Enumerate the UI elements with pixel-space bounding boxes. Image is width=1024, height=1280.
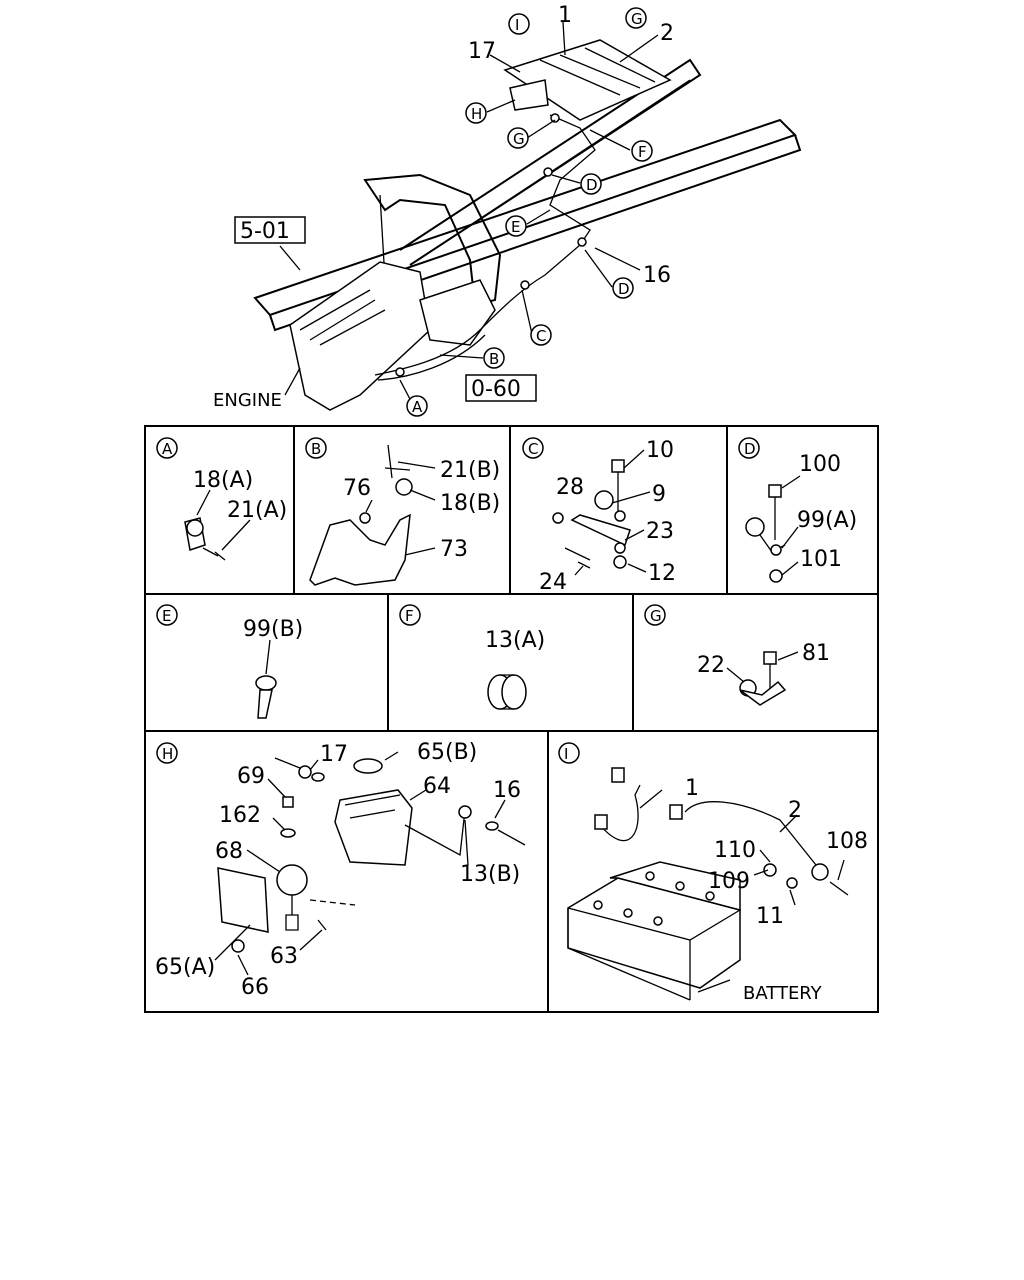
- panel-F: F 13(A): [399, 604, 545, 710]
- panel-H: H 17 65(B) 69 64 16 162 68 13(B) 63 65(A…: [155, 740, 526, 1000]
- label-28: 28: [556, 475, 584, 500]
- label-65b: 65(B): [417, 740, 477, 765]
- label-21b: 21(B): [440, 458, 500, 483]
- label-73: 73: [440, 537, 468, 562]
- part-16: 16: [643, 263, 671, 288]
- callout-D-upper: D: [586, 176, 598, 194]
- ref-5-01: 5-01: [240, 219, 290, 244]
- ref-box-0-60[interactable]: [465, 374, 537, 402]
- callout-H: H: [471, 105, 482, 123]
- label-11: 11: [756, 904, 784, 929]
- panel-A: A 18(A) 21(A): [156, 437, 287, 561]
- label-64: 64: [423, 774, 451, 799]
- panel-D-letter: D: [744, 440, 756, 458]
- label-76: 76: [343, 476, 371, 501]
- panel-H-letter: H: [162, 745, 173, 763]
- part-1: 1: [558, 3, 572, 28]
- label-23: 23: [646, 519, 674, 544]
- label-battery: BATTERY: [743, 983, 823, 1004]
- panel-D: D 100 99(A) 101: [738, 437, 857, 583]
- callout-F: F: [638, 143, 647, 161]
- label-9: 9: [652, 482, 666, 507]
- callout-C: C: [536, 327, 546, 345]
- panel-E: E 99(B): [156, 604, 303, 719]
- callout-B: B: [489, 350, 499, 368]
- ref-box-5-01[interactable]: [234, 216, 306, 244]
- label-109: 109: [708, 869, 750, 894]
- label-69: 69: [237, 764, 265, 789]
- label-66: 66: [241, 975, 269, 1000]
- label-100: 100: [799, 452, 841, 477]
- label-24: 24: [539, 570, 567, 595]
- label-18a: 18(A): [193, 468, 253, 493]
- label-21a: 21(A): [227, 498, 287, 523]
- part-17: 17: [468, 39, 496, 64]
- callout-A: A: [412, 398, 423, 416]
- label-2-i: 2: [788, 798, 802, 823]
- label-12: 12: [648, 561, 676, 586]
- label-108: 108: [826, 829, 868, 854]
- part-2: 2: [660, 21, 674, 46]
- engine-label: ENGINE: [213, 390, 282, 411]
- label-22: 22: [697, 653, 725, 678]
- panel-G: G 81 22: [644, 604, 830, 706]
- label-81: 81: [802, 641, 830, 666]
- panel-I-letter: I: [564, 745, 568, 763]
- chassis-overview: 5-01 0-60 ENGINE 1 2 17 16 I G H G F D E…: [213, 3, 802, 417]
- panel-I: I 1 2 110 108 109 11 BATTERY: [558, 742, 868, 1004]
- callout-G-top: G: [631, 10, 643, 28]
- label-110: 110: [714, 838, 756, 863]
- callout-I: I: [515, 16, 519, 34]
- callout-E: E: [511, 218, 520, 236]
- ref-0-60: 0-60: [471, 377, 521, 402]
- label-162: 162: [219, 803, 261, 828]
- callout-D-lower: D: [618, 280, 630, 298]
- label-18b: 18(B): [440, 491, 500, 516]
- label-13b: 13(B): [460, 862, 520, 887]
- panel-B: B 21(B) 76 18(B) 73: [305, 437, 500, 586]
- label-17: 17: [320, 742, 348, 767]
- label-99b: 99(B): [243, 617, 303, 642]
- panel-C-letter: C: [528, 440, 538, 458]
- panel-B-letter: B: [311, 440, 321, 458]
- label-10: 10: [646, 438, 674, 463]
- label-99a: 99(A): [797, 508, 857, 533]
- label-101: 101: [800, 547, 842, 572]
- detail-grid: [144, 425, 879, 1013]
- label-1-i: 1: [685, 776, 699, 801]
- label-16-h: 16: [493, 778, 521, 803]
- panel-F-letter: F: [405, 607, 414, 625]
- label-65a: 65(A): [155, 955, 215, 980]
- panel-A-letter: A: [162, 440, 173, 458]
- label-63: 63: [270, 944, 298, 969]
- panel-G-letter: G: [650, 607, 662, 625]
- panel-C: C 10 28 9 23 24 12: [522, 437, 676, 595]
- label-68: 68: [215, 839, 243, 864]
- label-13a: 13(A): [485, 628, 545, 653]
- panel-E-letter: E: [162, 607, 171, 625]
- callout-G: G: [513, 130, 525, 148]
